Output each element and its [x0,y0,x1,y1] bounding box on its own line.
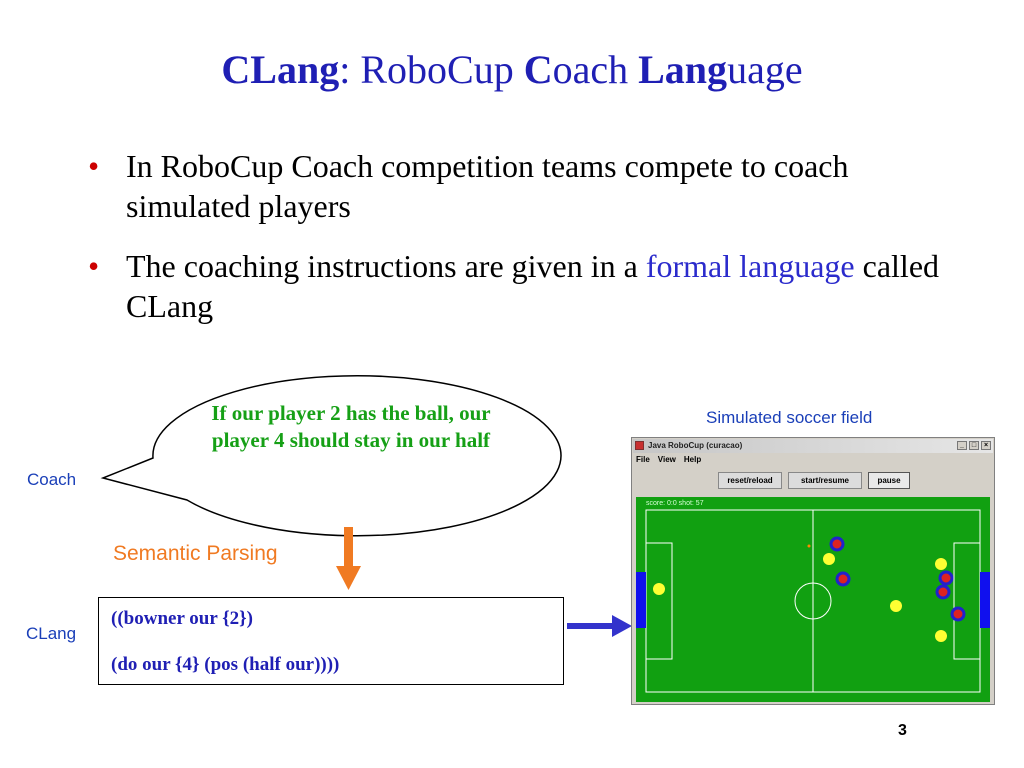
semantic-parsing-label: Semantic Parsing [113,542,278,565]
minimize-icon[interactable]: _ [957,441,967,450]
field-link-arrow [567,615,632,637]
menu-help[interactable]: Help [683,455,702,464]
title-part-uage: uage [727,47,803,92]
close-icon[interactable]: × [981,441,991,450]
score-text: score: 0:0 shot: 57 [646,500,704,507]
players-red-blue [829,536,966,622]
page-number: 3 [898,722,907,739]
clang-line-1: ((bowner our {2}) [111,608,253,629]
menu-file[interactable]: File [636,455,650,464]
clang-code-box: ((bowner our {2}) (do our {4} (pos (half… [98,597,564,685]
slide-title: CLang: RoboCup Coach Language [0,46,1024,93]
clang-line-2: (do our {4} (pos (half our)))) [111,654,340,675]
bullet-item-2: The coaching instructions are given in a… [88,246,948,326]
clang-label: CLang [26,624,77,643]
bullet-1-text: In RoboCup Coach competition teams compe… [126,148,849,224]
menu-bar: File View Help [636,455,709,464]
bubble-text: If our player 2 has the ball, our player… [211,401,491,452]
bullet-item-1: In RoboCup Coach competition teams compe… [88,146,948,226]
title-part-lang: Lang [638,47,728,92]
start-resume-button[interactable]: start/resume [788,472,862,489]
menu-view[interactable]: View [657,455,676,464]
title-part-oach: oach [552,47,639,92]
title-part-clang: CLang [221,47,340,92]
maximize-icon[interactable]: □ [969,441,979,450]
semantic-parsing-arrow [336,527,361,590]
title-part-robocup: : RoboCup [339,47,524,92]
players-yellow [653,553,947,642]
bullet-2-highlight: formal language [645,248,855,284]
soccer-pitch: score: 0:0 shot: 57 [636,497,990,702]
pause-button[interactable]: pause [868,472,910,489]
left-goal [636,572,646,628]
coach-label: Coach [27,470,77,489]
title-part-c: C [523,47,553,92]
java-app-icon [635,441,644,450]
window-title: Java RoboCup (curacao) [648,441,743,450]
ball [807,544,811,548]
reset-reload-button[interactable]: reset/reload [718,472,782,489]
bullet-2-before: The coaching instructions are given in a [126,248,646,284]
bullet-2-after: called CLang [126,248,940,324]
speech-bubble [100,374,562,537]
field-caption: Simulated soccer field [706,408,873,427]
right-goal [980,572,990,628]
window-titlebar: Java RoboCup (curacao) _ □ × [633,439,993,453]
robocup-window: Java RoboCup (curacao) _ □ × File View Hel… [631,437,995,705]
bullet-list: In RoboCup Coach competition teams compe… [88,146,948,346]
